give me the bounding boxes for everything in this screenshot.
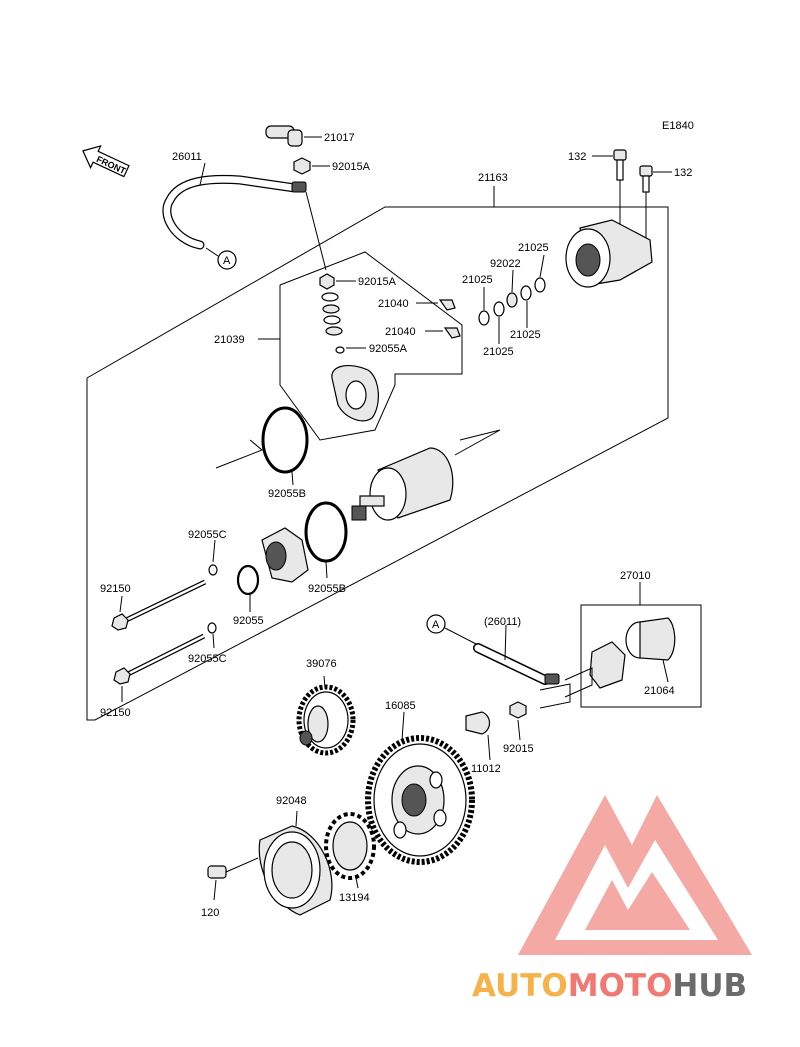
starter-cable-26011: 26011 A (162, 151, 307, 270)
label-92055A: 92055A (369, 343, 408, 355)
label-26011-paren: (26011) (484, 616, 521, 628)
front-cover (261, 527, 309, 583)
nut-92015A-top: 92015A (293, 157, 371, 175)
one-way-clutch-13194: 13194 (324, 812, 376, 904)
bolt-92150-lower: 92150 (100, 633, 206, 719)
label-21039: 21039 (214, 334, 245, 346)
svg-text:A: A (432, 619, 440, 631)
starter-gear-16085: 16085 (365, 700, 475, 865)
washer-stack: 21025 92022 21025 21025 21025 (462, 242, 549, 358)
solenoid-box (580, 604, 702, 708)
bolt-132-left: 132 (568, 149, 627, 181)
label-92015A-top: 92015A (332, 161, 371, 173)
front-arrow-icon: FRONT (82, 144, 130, 178)
label-92048: 92048 (276, 795, 307, 807)
label-39076: 39076 (306, 658, 337, 670)
label-92055C-b: 92055C (188, 653, 227, 665)
label-92150-b: 92150 (100, 707, 131, 719)
label-11012: 11012 (471, 763, 501, 775)
o-ring-92055B-lower: 92055B (304, 501, 348, 595)
assembly-outline (86, 206, 669, 721)
o-ring-92055B-upper: 92055B (261, 406, 309, 500)
bolt-120: 120 (201, 857, 259, 919)
cap-11012: 11012 (465, 711, 501, 775)
label-21040-a: 21040 (378, 298, 409, 310)
bolt-92150-upper: 92150 (100, 579, 207, 631)
brush-holder-stack: 92015A 92055A 21040 21040 21039 (214, 273, 461, 422)
idler-gear-39076: 39076 (296, 658, 356, 756)
clutch-housing-92048: 92048 (258, 795, 333, 916)
label-92150-a: 92150 (100, 583, 131, 595)
label-21025-b: 21025 (462, 274, 493, 286)
label-26011: 26011 (172, 151, 202, 163)
watermark-auto: AUTO (472, 968, 568, 1004)
label-92055B-b: 92055B (308, 583, 346, 595)
diagram-code-label: E1840 (662, 120, 694, 132)
watermark-hub: HUB (672, 968, 747, 1004)
svg-text:A: A (223, 255, 231, 267)
bolt-132-right: 132 (639, 165, 692, 193)
callout-a-lower-icon (426, 614, 446, 634)
watermark-text: AUTOMOTOHUB (472, 968, 747, 1004)
end-cover (565, 219, 653, 288)
label-21064: 21064 (644, 685, 675, 697)
brush-holder-outline (279, 251, 463, 441)
o-ring-92055C-upper: 92055C (188, 529, 227, 576)
o-ring-92055C-lower: 92055C (188, 622, 227, 665)
label-92055: 92055 (233, 615, 264, 627)
label-92015: 92015 (503, 743, 534, 755)
label-16085: 16085 (385, 700, 416, 712)
label-21025-d: 21025 (483, 346, 514, 358)
label-21017: 21017 (324, 132, 355, 144)
label-27010: 27010 (620, 570, 651, 582)
label-120: 120 (201, 907, 219, 919)
label-21040-b: 21040 (385, 326, 416, 338)
label-13194: 13194 (339, 892, 370, 904)
callout-a-icon (217, 250, 237, 270)
cable-26011-lower: A (26011) (426, 614, 560, 685)
label-21025-c: 21025 (510, 329, 541, 341)
label-21025-a: 21025 (518, 242, 549, 254)
o-ring-92055: 92055 (233, 564, 264, 627)
terminal-cap-21017: 21017 (265, 125, 355, 147)
label-132-right: 132 (674, 167, 692, 179)
starter-relay-27010: 27010 21064 (539, 570, 676, 709)
watermark-moto: MOTO (568, 968, 673, 1004)
watermark-logo-icon (518, 795, 752, 955)
motor-yoke (351, 447, 454, 521)
label-92055C-a: 92055C (188, 529, 227, 541)
label-21163: 21163 (478, 172, 508, 184)
nut-92015: 92015 (503, 701, 534, 755)
label-92015A-mid: 92015A (358, 276, 397, 288)
label-132-left: 132 (568, 151, 586, 163)
label-92022: 92022 (490, 258, 521, 270)
label-92055B-a: 92055B (268, 488, 306, 500)
